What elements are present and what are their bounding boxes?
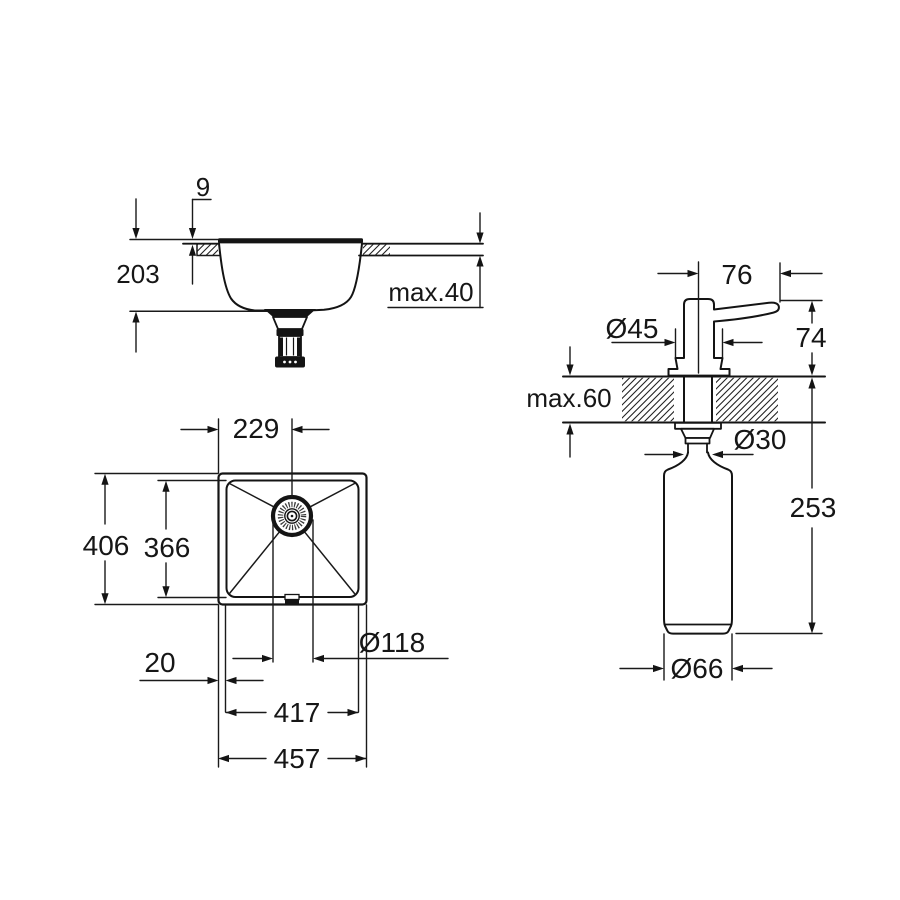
dim-label-inner-width: 417 <box>274 697 321 728</box>
dim-118-arrow-left <box>262 654 273 663</box>
drain-strainer-texture <box>277 501 307 531</box>
dispenser-locknut <box>680 427 715 439</box>
drain-cup <box>272 316 308 330</box>
dim-45-arrow-left <box>664 338 676 347</box>
dispenser-pump-outline <box>667 298 780 377</box>
dim-max40-arrow-down <box>476 232 484 244</box>
dim-label-bottle-diameter: Ø66 <box>671 653 724 684</box>
dispenser-shaft <box>683 376 713 423</box>
dim-74-arrow-down <box>808 364 816 376</box>
sink-top-view: 229 406 366 Ø118 20 <box>83 413 449 774</box>
drain-band <box>276 329 304 336</box>
drain-cap-dot <box>283 360 286 364</box>
ext-66 <box>663 633 733 681</box>
dim-417-arrow-right <box>347 708 359 717</box>
dim-366-arrow-down <box>162 586 170 598</box>
dim-label-drain-offset: 229 <box>233 413 280 444</box>
soap-dispenser-view: 76 74 Ø45 max.60 Ø30 253 <box>526 259 836 684</box>
dim-label-spout-reach: 76 <box>721 259 752 290</box>
dim-406-arrow-up <box>101 473 109 485</box>
dim-203-arrow-up <box>132 311 140 323</box>
sink-rim <box>218 238 363 244</box>
dim-label-outer-depth: 406 <box>83 530 130 561</box>
dim-label-bottle-height: 253 <box>790 492 837 523</box>
dim-253-arrow-up <box>808 377 816 389</box>
dim-66-arrow-left <box>653 664 664 673</box>
dim-label-drain-diameter: Ø118 <box>359 627 425 658</box>
outlet-mark-bottom <box>285 599 299 605</box>
drain-pipe-right-bar <box>297 337 301 356</box>
counter-hatch-left-edge <box>196 243 220 257</box>
drain-pipe-inner-lines <box>285 337 295 356</box>
dim-label-height-above-counter: 74 <box>795 322 826 353</box>
dim-457-arrow-left <box>218 754 229 763</box>
bowl-slope-line-br <box>303 530 356 595</box>
dim-label-outer-width: 457 <box>274 743 321 774</box>
drain-flange <box>264 309 316 317</box>
dim-76-arrow-left <box>687 269 699 278</box>
dispenser-hatch-left <box>622 377 674 422</box>
dim-253-arrow-down <box>808 622 816 634</box>
dim-max40-arrow-up <box>476 255 484 267</box>
outlet-mark-top <box>284 593 300 601</box>
dim-label-rim-width: 20 <box>144 647 175 678</box>
dispenser-neck <box>687 442 708 454</box>
dim-66-arrow-right <box>732 664 743 673</box>
dim-406-arrow-down <box>101 593 109 605</box>
bowl-slope-line-tr <box>308 482 356 509</box>
drain-pipe-left-bar <box>279 337 283 356</box>
drain-cap-dot <box>294 360 297 364</box>
dim-30-arrow-left <box>673 450 684 459</box>
drain-center-dot <box>290 514 294 518</box>
dispenser-hatch-right <box>716 377 778 422</box>
bowl-slope-line-bl <box>228 530 281 595</box>
dim-label-rim-height: 9 <box>196 172 210 202</box>
dispenser-nut-step <box>684 437 711 445</box>
dim-20-arrow-right <box>225 676 237 685</box>
dispenser-bottle <box>663 451 733 635</box>
dim-max60-arrow-down <box>566 364 574 376</box>
dim-label-flange-diameter: Ø45 <box>606 313 659 344</box>
dim-76-arrow-right <box>780 269 791 278</box>
bowl-right-wall <box>313 242 363 312</box>
bowl-left-wall <box>218 242 267 312</box>
dim-45-arrow-right <box>722 338 734 347</box>
sink-side-section-view: 9 203 max.40 <box>116 172 484 368</box>
dim-74-arrow-up <box>808 300 816 312</box>
counter-hatch-left <box>197 244 218 256</box>
dim-label-counter-thickness: max.40 <box>388 277 473 307</box>
dim-229-arrow-left <box>207 425 219 434</box>
dim-max60-arrow-up <box>566 423 574 435</box>
dim-9-arrow-down <box>188 228 197 239</box>
dim-label-shaft-diameter: Ø30 <box>734 424 787 455</box>
dim-label-bowl-depth: 203 <box>116 259 159 289</box>
drain-cap-dot <box>288 360 292 364</box>
dim-366-arrow-up <box>162 480 170 492</box>
dim-9-arrow-up <box>188 244 197 256</box>
dim-118-arrow-right <box>313 654 324 663</box>
ext-45 <box>674 328 724 358</box>
dim-457-arrow-right <box>355 754 367 763</box>
dim-203-arrow-down <box>132 228 140 239</box>
dim-label-inner-depth: 366 <box>144 532 191 563</box>
dim-label-counter-thickness-60: max.60 <box>526 383 611 413</box>
bowl-slope-line-tl <box>228 482 276 509</box>
dim-20-arrow-left <box>207 676 219 685</box>
dim-30-arrow-right <box>712 450 723 459</box>
dim-229-arrow-right <box>291 425 303 434</box>
counter-hatch-right <box>363 244 390 256</box>
